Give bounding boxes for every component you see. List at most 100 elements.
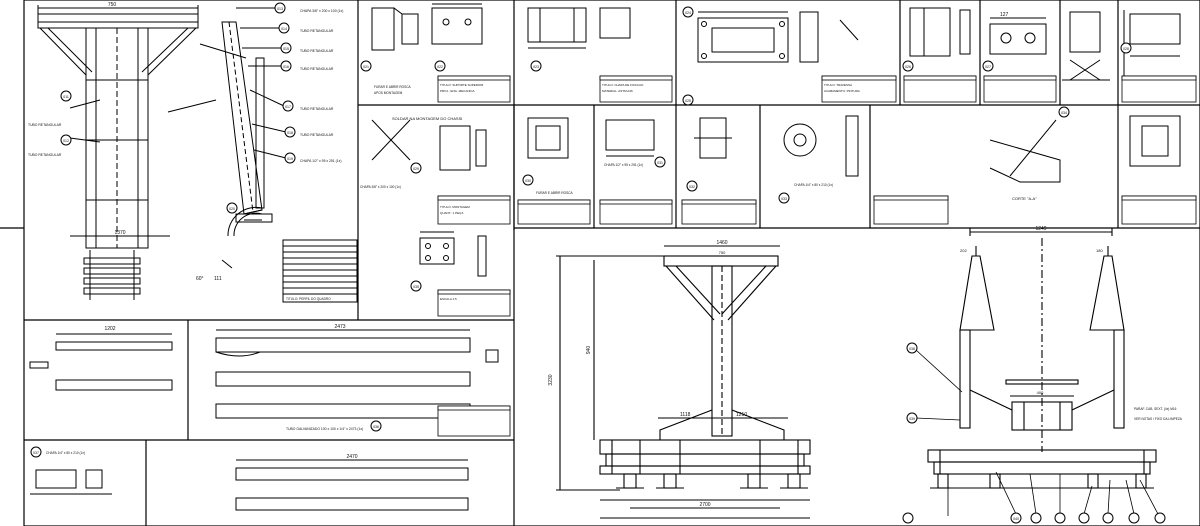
note-furar-row2: FURAR E ABRIR ROSCA <box>536 191 574 195</box>
dim-label: 1460 <box>716 240 727 246</box>
note-soldar: SOLDAR NA MONTAGEM DO CHASSI <box>392 116 462 121</box>
callout-number: 024 <box>685 11 691 15</box>
callout-number: 017 <box>285 105 291 109</box>
title-block-row: MATERIAL: ASTM A36 <box>602 89 633 93</box>
callout-number: 023 <box>533 65 539 69</box>
note-chapa-row2c: CHAPA 1/4" x 80 x 210 (1x) <box>794 183 833 187</box>
title-block-title: TITULO: MONTAGEM <box>440 205 470 209</box>
dim-label: 1370 <box>114 230 125 236</box>
title-block-title: TITULO: TRAVESSA <box>824 83 852 87</box>
callout-group-side <box>902 342 1166 524</box>
dim-label: 400 <box>1037 390 1044 395</box>
note-chapa: CHAPA 3/8" x 200 x 100 (1x) <box>300 9 343 13</box>
callout-number: 021 <box>363 65 369 69</box>
dim-label: 180 <box>1096 248 1103 253</box>
note-tubo-c: TUBO RETANGULAR <box>300 29 334 33</box>
callout-bubble <box>410 280 422 292</box>
dim-label: 60° <box>196 276 204 282</box>
title-block-middle <box>437 289 511 317</box>
callout-number: 014 <box>281 27 287 31</box>
note-corte: CORTE "A-A" <box>1012 196 1037 201</box>
side-view-leaders <box>915 349 1159 516</box>
note-tubo-e: TUBO RETANGULAR <box>300 67 334 71</box>
callout-number: 032 <box>689 185 695 189</box>
dim-label: 1210 <box>736 412 747 418</box>
dim-label: 2473 <box>334 324 345 330</box>
callout-number: 034 <box>1061 111 1067 115</box>
a-frame-leg-drawing <box>167 7 287 269</box>
note-apos: APOS MONTAGEM <box>374 91 403 95</box>
main-assembly-front-view <box>556 245 811 519</box>
dim-label: 940 <box>586 346 592 355</box>
dim-label: 1249 <box>1035 226 1046 232</box>
dim-label: 750 <box>108 2 117 8</box>
callout-group-row2 <box>410 106 1070 204</box>
callout-number: 020 <box>229 207 235 211</box>
dim-label: 750 <box>719 250 726 255</box>
small-part-middle <box>419 231 487 277</box>
note-parafusos: PARAF. CAB. SEXT. (4x) M16 <box>1134 407 1177 411</box>
note-chapa-row2: CHAPA 3/8" x 200 x 100 (1x) <box>360 185 401 189</box>
callout-number: 040 <box>1013 517 1019 521</box>
callout-number: 038 <box>909 347 915 351</box>
callout-group-a-frame <box>226 2 296 214</box>
callout-number: 028 <box>1123 47 1129 51</box>
callout-number: 031 <box>657 161 663 165</box>
title-block-row: QUANT.: 1 PEÇA <box>440 211 463 215</box>
note-chapa-lower: CHAPA 1/4" x 80 x 210 (1x) <box>46 451 85 455</box>
dim-label: 3230 <box>548 374 554 385</box>
title-block-code: ESCALA 1:5 <box>440 297 457 301</box>
dim-label: 2470 <box>346 454 357 460</box>
note-chapa-row2b: CHAPA 1/2" x 95 x 251 (1x) <box>604 163 643 167</box>
callout-number: 037 <box>33 451 39 455</box>
small-part-drawings-row2 <box>371 115 1181 183</box>
dim-label: 1118 <box>680 412 691 418</box>
callout-number: 022 <box>437 65 443 69</box>
note-tubo-a: TUBO RETANGULAR <box>28 123 62 127</box>
callout-number: 039 <box>909 417 915 421</box>
callout-bubble <box>370 420 382 432</box>
title-block-title: TITULO: PERFIL DO QUADRO <box>286 297 331 301</box>
title-block-1 <box>282 239 358 303</box>
note-furar: FURAR E ABRIR ROSCA <box>374 85 412 89</box>
note-tubo-d: TUBO RETANGULAR <box>300 49 334 53</box>
dim-label: 1202 <box>104 326 115 332</box>
note-tubo-f: TUBO RETANGULAR <box>300 107 334 111</box>
callout-number: 019 <box>287 157 293 161</box>
callout-number: 018 <box>287 131 293 135</box>
title-blocks-row2 <box>437 195 1197 225</box>
callout-group-row1 <box>360 6 1132 106</box>
note-ver-notas: VER NOTAS / FIXO DA LIMPEZA <box>1134 417 1183 421</box>
dim-label: 127 <box>1000 12 1009 18</box>
callout-bubble <box>60 90 72 102</box>
callout-number: 036 <box>373 425 379 429</box>
callout-number: 026 <box>905 65 911 69</box>
callout-number: 012 <box>63 139 69 143</box>
callout-number: 029 <box>413 167 419 171</box>
callout-number: 027 <box>985 65 991 69</box>
note-chapa-b: CHAPA 1/2" x 95 x 251 (1x) <box>300 159 341 163</box>
dim-label: 2700 <box>699 502 710 508</box>
title-block-lower <box>437 405 511 437</box>
dim-label: 202 <box>960 248 967 253</box>
note-tubo-g: TUBO RETANGULAR <box>300 133 334 137</box>
lower-left-bottom <box>30 459 469 511</box>
main-assembly-side-view <box>927 228 1157 489</box>
callout-number: 011 <box>63 95 69 99</box>
callout-bubble <box>30 446 42 458</box>
callout-number: 025 <box>685 99 691 103</box>
callout-bubble <box>60 134 72 146</box>
callout-number: 033 <box>781 197 787 201</box>
note-tubo-galvanizado: TUBO GALVANIZADO 100 x 100 x 1/4" x 2473… <box>286 427 363 431</box>
title-block-row: PROJ.: ENG. MECANICA <box>440 89 475 93</box>
callout-number: 016 <box>283 65 289 69</box>
callout-number: 013 <box>277 7 283 11</box>
callout-number: 035 <box>413 285 419 289</box>
title-block-title: TITULO: CHAPA DE FIXACAO <box>602 83 644 87</box>
note-tubo-b: TUBO RETANGULAR <box>28 153 62 157</box>
callout-number: 030 <box>525 179 531 183</box>
title-block-title: TITULO: SUPORTE SUPERIOR <box>440 83 484 87</box>
dim-label: 111 <box>214 276 222 282</box>
